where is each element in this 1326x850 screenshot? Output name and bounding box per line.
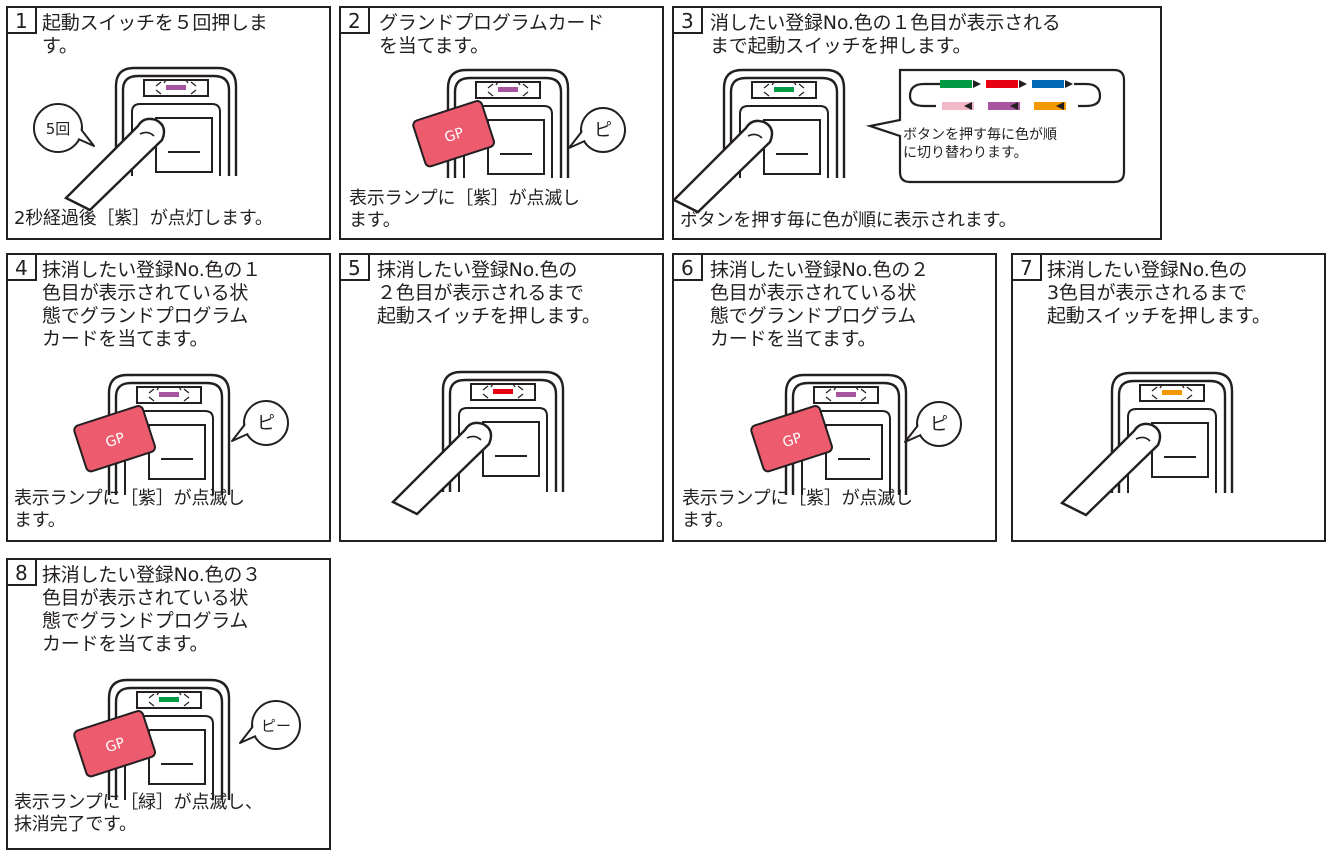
step-instruction: 抹消したい登録No.色の ２色目が表示されるまで 起動スイッチを押します。 — [377, 259, 601, 327]
gp-card: GP — [73, 405, 157, 473]
card-label: GP — [781, 430, 804, 451]
step-panel-7: 7 抹消したい登録No.色の 3色目が表示されるまで 起動スイッチを押します。 — [1011, 253, 1326, 542]
device-illustration — [390, 370, 565, 516]
step-instruction: 抹消したい登録No.色の 3色目が表示されるまで 起動スイッチを押します。 — [1047, 259, 1271, 327]
step-number: 7 — [1013, 255, 1042, 281]
card-reader — [107, 373, 231, 495]
arrow-head — [1010, 102, 1018, 110]
step-panel-1: 1 起動スイッチを５回押しま す。 5回 2秒経過後［紫］が点灯します。 — [6, 6, 331, 240]
start-switch — [763, 119, 821, 175]
indicator-lamp — [1162, 390, 1182, 395]
beep-speech-bubble: ピー — [239, 700, 301, 750]
step-result-note: 2秒経過後［紫］が点灯します。 — [14, 208, 273, 229]
device-illustration: GP ピー — [73, 678, 301, 800]
arrow-head — [973, 80, 981, 88]
step-result-note: 表示ランプに［紫］が点滅し ます。 — [682, 488, 913, 531]
beep-speech-bubble: ピ — [568, 107, 626, 153]
start-switch — [155, 117, 213, 173]
finger-press — [63, 117, 166, 212]
arrow-head — [1056, 102, 1064, 110]
step-instruction: 抹消したい登録No.色の３ 色目が表示されている状 態でグランドプログラム カー… — [42, 564, 261, 655]
indicator-lamp — [836, 392, 856, 397]
finger-press — [390, 421, 493, 516]
step-instruction: 起動スイッチを５回押しま す。 — [42, 12, 268, 57]
step-panel-5: 5 抹消したい登録No.色の ２色目が表示されるまで 起動スイッチを押します。 — [339, 253, 664, 542]
step-panel-4: 4 抹消したい登録No.色の１ 色目が表示されている状 態でグランドプログラム … — [6, 253, 331, 542]
arrow-head — [964, 102, 972, 110]
step-instruction: 消したい登録No.色の１色目が表示される まで起動スイッチを押します。 — [710, 12, 1061, 57]
step-panel-8: 8 抹消したい登録No.色の３ 色目が表示されている状 態でグランドプログラム … — [6, 558, 331, 850]
cycle-arrow-left — [908, 82, 940, 108]
color-swatch — [1032, 80, 1064, 88]
indicator-lamp — [159, 392, 179, 397]
color-swatch — [986, 80, 1018, 88]
card-label: GP — [104, 735, 127, 756]
color-swatch — [1034, 102, 1066, 110]
indicator-lamp — [159, 697, 179, 702]
callout-box — [865, 68, 1126, 184]
gp-card: GP — [73, 710, 157, 778]
start-switch — [148, 729, 206, 785]
step-instruction: 抹消したい登録No.色の１ 色目が表示されている状 態でグランドプログラム カー… — [42, 259, 261, 350]
step-number: 3 — [674, 8, 703, 34]
step-instruction: グランドプログラムカード を当てます。 — [379, 12, 605, 57]
indicator-lamp — [166, 85, 186, 90]
step-panel-3: 3 消したい登録No.色の１色目が表示される まで起動スイッチを押します。 ボタ… — [672, 6, 1162, 240]
start-switch — [482, 421, 540, 477]
device-illustration: GP ピ — [750, 373, 962, 495]
arrow-head — [1065, 80, 1073, 88]
color-swatch — [942, 102, 974, 110]
beep-sound-text: ピ — [257, 413, 275, 434]
start-switch — [1151, 422, 1209, 478]
step-number: 1 — [8, 8, 37, 34]
start-switch — [825, 424, 883, 480]
indicator-lamp — [493, 389, 513, 394]
device-illustration — [1059, 371, 1234, 517]
color-swatch — [988, 102, 1020, 110]
card-label: GP — [443, 125, 466, 146]
step-number: 8 — [8, 560, 37, 586]
step-number: 6 — [674, 255, 703, 281]
gp-card: GP — [750, 405, 834, 473]
step-panel-2: 2 グランドプログラムカード を当てます。 GP ピ 表示ランプに［紫］が点滅し … — [339, 6, 664, 240]
device-illustration: GP ピ — [73, 373, 289, 495]
device-illustration: 5回 — [33, 66, 238, 212]
card-reader — [1110, 371, 1234, 493]
beep-speech-bubble: ピ — [231, 400, 289, 446]
card-reader — [114, 66, 238, 176]
beep-sound-text: 5回 — [46, 120, 71, 138]
step-number: 4 — [8, 255, 37, 281]
cycle-arrow-right — [1074, 82, 1102, 108]
indicator-lamp — [774, 87, 794, 92]
finger-press — [674, 119, 774, 214]
finger-press — [1059, 422, 1162, 517]
beep-sound-text: ピ — [594, 120, 612, 141]
step-result-note: 表示ランプに［緑］が点滅し、 抹消完了です。 — [14, 792, 263, 835]
step-panel-6: 6 抹消したい登録No.色の２ 色目が表示されている状 態でグランドプログラム … — [672, 253, 997, 542]
beep-sound-text: ピ — [930, 414, 948, 435]
step-number: 2 — [341, 8, 370, 34]
beep-speech-bubble: ピ — [904, 401, 962, 447]
callout-text: ボタンを押す毎に色が順 に切り替わります。 — [903, 127, 1057, 161]
step-number: 5 — [341, 255, 370, 281]
card-reader — [441, 370, 565, 492]
start-switch — [487, 119, 545, 175]
beep-sound-text: ピー — [261, 717, 291, 735]
step-result-note: 表示ランプに［紫］が点滅し ます。 — [14, 488, 245, 531]
step-result-note: 表示ランプに［紫］が点滅し ます。 — [349, 188, 580, 231]
card-label: GP — [104, 430, 127, 451]
indicator-lamp — [498, 87, 518, 92]
device-illustration: GP ピ — [412, 68, 626, 178]
gp-card: GP — [412, 100, 496, 168]
beep-speech-bubble: 5回 — [33, 103, 95, 153]
arrow-head — [1019, 80, 1027, 88]
device-illustration — [674, 68, 1126, 214]
color-swatch — [940, 80, 972, 88]
step-result-note: ボタンを押す毎に色が順に表示されます。 — [680, 210, 1017, 231]
start-switch — [148, 424, 206, 480]
step-instruction: 抹消したい登録No.色の２ 色目が表示されている状 態でグランドプログラム カー… — [710, 259, 929, 350]
